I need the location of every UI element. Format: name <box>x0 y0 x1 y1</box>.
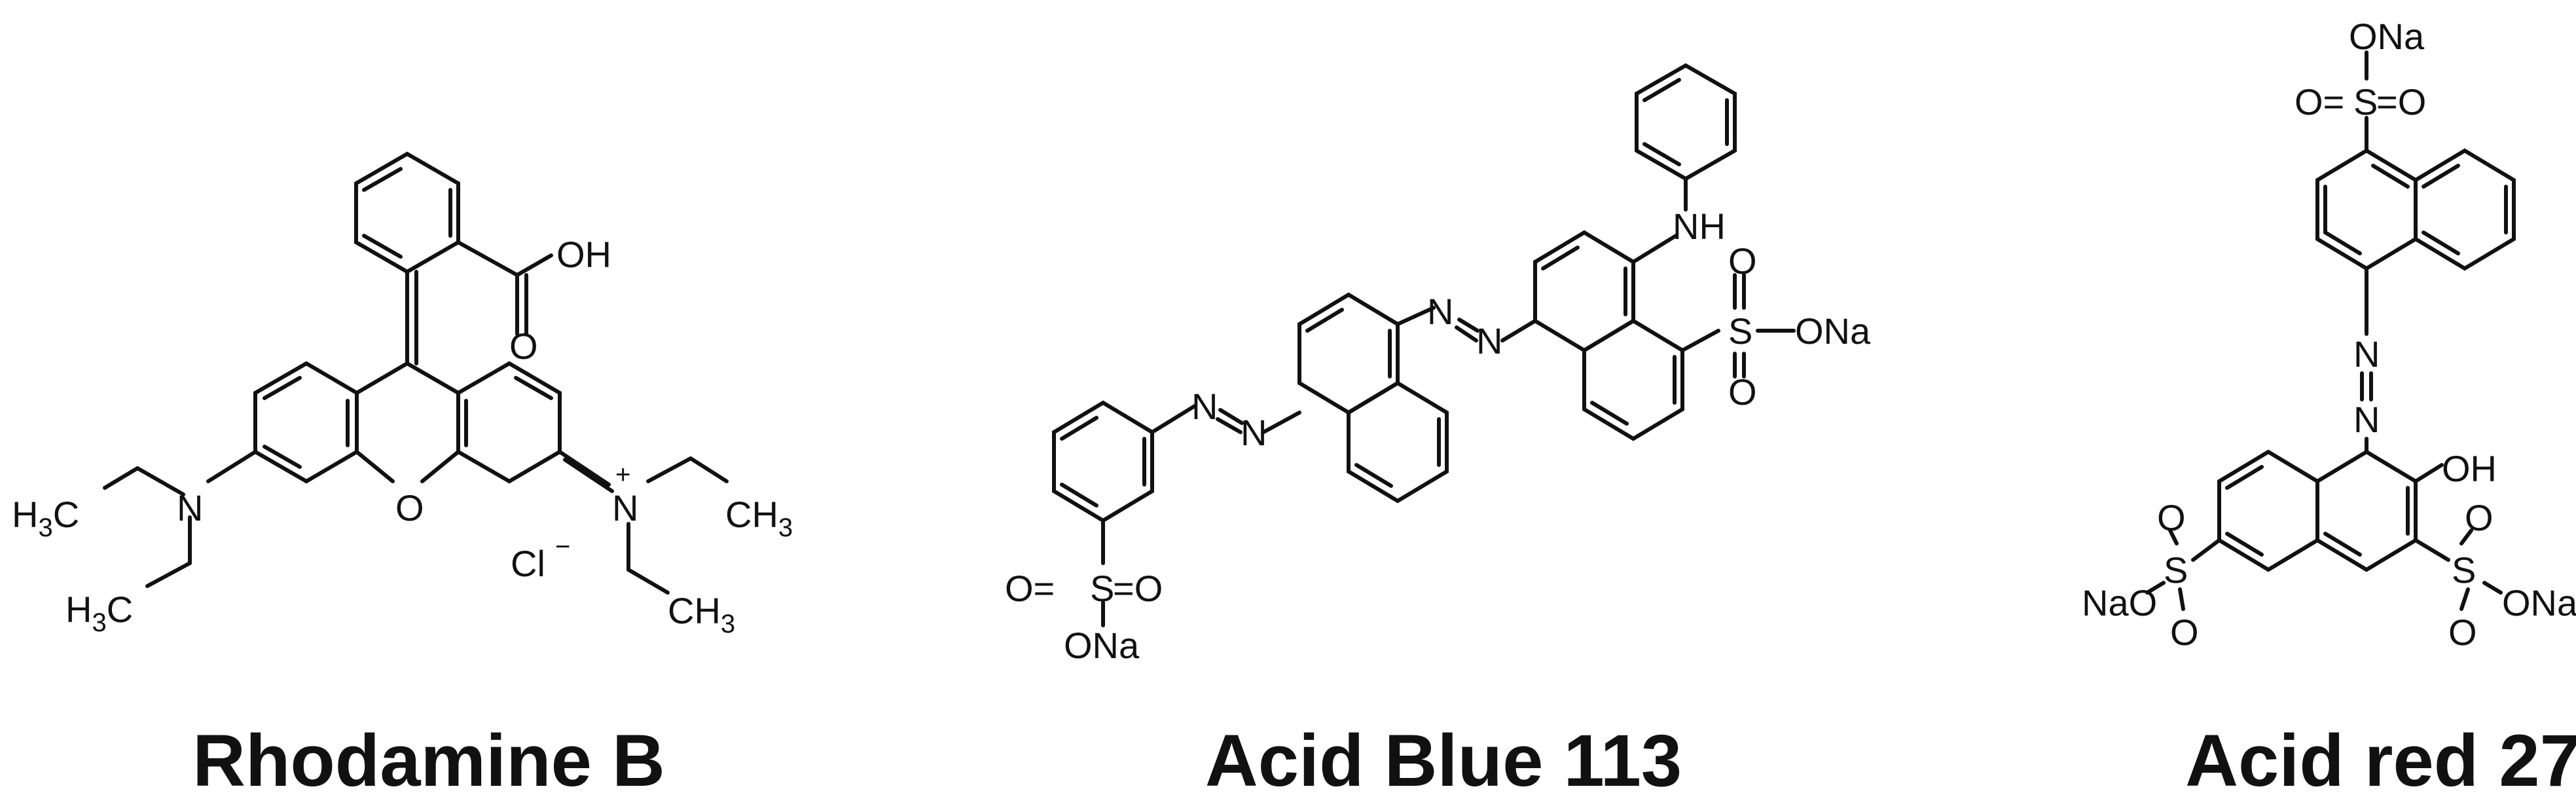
acid-red-27-caption: Acid red 27 <box>2185 720 2576 802</box>
rhodamine-b-caption: Rhodamine B <box>192 720 665 802</box>
atom-s-right: S <box>1728 310 1752 352</box>
atom-s-left: S <box>2164 549 2188 591</box>
atom-cl-charge: − <box>555 532 570 561</box>
acid-blue-113-structure: NH N N N N S O O ONa O= S =O ONa Acid Bl… <box>1005 63 1871 802</box>
rhodamine-b-structure: OH O O N N + Cl − H3C H3C CH3 CH3 Rhodam… <box>12 151 793 802</box>
rhodamine-b-atoms: OH O O N N + Cl − H3C H3C CH3 CH3 <box>12 234 793 638</box>
atom-ona-left: ONa <box>1064 625 1140 666</box>
atom-n-right: N <box>612 487 638 528</box>
atom-cl: Cl <box>511 543 545 584</box>
atom-o-left-down: O <box>2170 612 2199 653</box>
atom-o-right-top: O <box>1728 240 1757 282</box>
atom-n-azo-2: N <box>1427 291 1453 332</box>
atom-s-left: S <box>1090 568 1114 609</box>
atom-ona-top: ONa <box>2349 16 2425 57</box>
atom-h3c-top: H3C <box>12 494 79 542</box>
atom-o-left-2: =O <box>1113 568 1163 609</box>
atom-o-left-up: O <box>2157 497 2186 538</box>
atom-s-top: S <box>2353 81 2378 122</box>
atom-n-azo-1: N <box>2353 333 2380 375</box>
atom-o-right-down: O <box>2448 612 2477 653</box>
atom-s-right: S <box>2452 549 2476 591</box>
atom-n-azo-1: N <box>1476 320 1502 361</box>
atom-ona-right: ONa <box>2502 582 2576 623</box>
atom-o-right-up: O <box>2465 497 2494 538</box>
atom-oh: OH <box>556 234 611 275</box>
acid-blue-113-caption: Acid Blue 113 <box>1205 720 1682 802</box>
atom-n-charge: + <box>615 460 630 489</box>
atom-o-top-right: =O <box>2376 81 2426 122</box>
atom-ch3-bottom: CH3 <box>668 590 735 638</box>
atom-n-azo-2: N <box>2353 399 2380 440</box>
atom-o-carbonyl: O <box>509 325 538 367</box>
atom-h3c-bottom: H3C <box>65 589 133 637</box>
atom-n-azo-3: N <box>1241 412 1267 453</box>
acid-red-27-bonds <box>2145 50 2516 611</box>
atom-nh: NH <box>1673 206 1726 247</box>
atom-o-left-1: O= <box>1005 568 1055 609</box>
atom-o-ring: O <box>395 487 424 528</box>
atom-nao-left: NaO <box>2082 582 2157 623</box>
atom-ona-right: ONa <box>1795 310 1871 352</box>
atom-oh: OH <box>2442 448 2497 489</box>
acid-blue-113-atoms: NH N N N N S O O ONa O= S =O ONa <box>1005 206 1871 666</box>
rhodamine-b-bonds <box>103 151 729 595</box>
acid-red-27-structure: ONa O= S =O N N OH S O O NaO S O O ONa A… <box>2082 16 2576 802</box>
atom-n-azo-4: N <box>1191 386 1218 427</box>
acid-red-27-atoms: ONa O= S =O N N OH S O O NaO S O O ONa <box>2082 16 2576 653</box>
atom-ch3-top: CH3 <box>725 494 793 542</box>
atom-o-top-left: O= <box>2295 81 2344 122</box>
atom-n-left: N <box>177 487 203 528</box>
acid-blue-113-bonds <box>1052 63 1796 627</box>
atom-o-right-bottom: O <box>1728 371 1757 413</box>
